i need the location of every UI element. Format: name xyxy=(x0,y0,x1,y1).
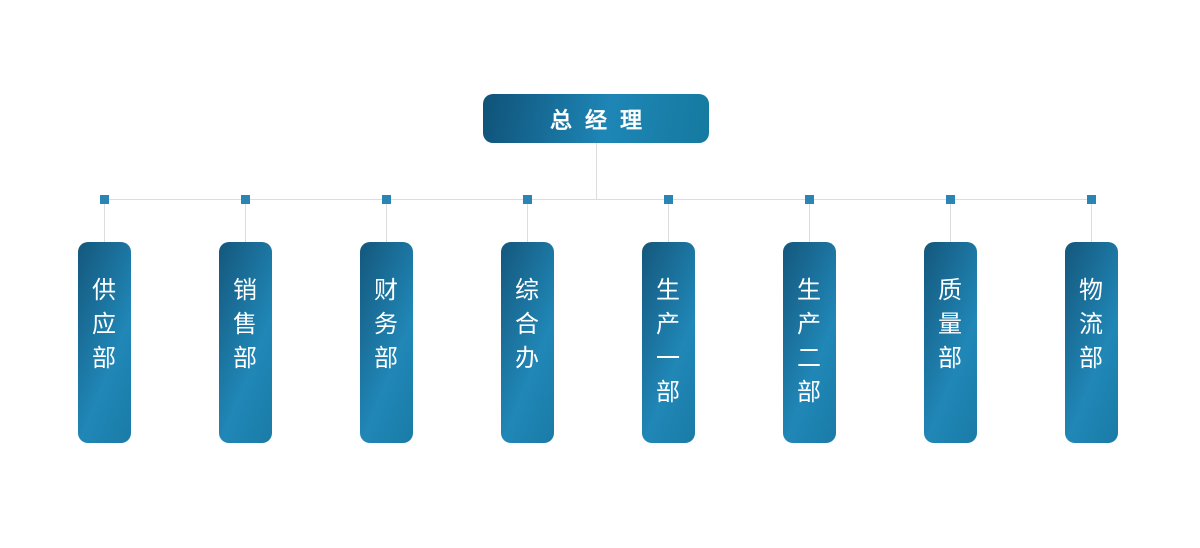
root-box-general-manager: 总经理 xyxy=(483,94,709,143)
connector-node xyxy=(240,195,250,204)
department-box-supply: 供应部 xyxy=(77,242,131,443)
department-label: 财务部 xyxy=(374,277,398,372)
connector-line-horizontal xyxy=(104,199,1091,200)
connector-node xyxy=(945,195,955,204)
department-label: 生产一部 xyxy=(656,277,680,406)
connector-line-vertical xyxy=(526,199,528,242)
department-label: 生产二部 xyxy=(797,277,821,406)
connector-line-root-vertical xyxy=(596,143,597,199)
department-label: 供应部 xyxy=(92,277,116,372)
connector-line-vertical xyxy=(1090,199,1092,242)
connector-line-vertical xyxy=(385,199,387,242)
department-label: 综合办 xyxy=(515,277,539,372)
department-box-sales: 销售部 xyxy=(218,242,272,443)
department-box-production-2: 生产二部 xyxy=(782,242,836,443)
connector-line-vertical xyxy=(949,199,951,242)
department-label: 质量部 xyxy=(938,277,962,372)
connector-node xyxy=(381,195,391,204)
department-box-production-1: 生产一部 xyxy=(641,242,695,443)
connector-line-vertical xyxy=(808,199,810,242)
root-label: 总经理 xyxy=(549,107,655,133)
connector-node xyxy=(99,195,109,204)
connector-node xyxy=(663,195,673,204)
department-label: 物流部 xyxy=(1079,277,1103,372)
connector-node xyxy=(804,195,814,204)
department-label: 销售部 xyxy=(233,277,257,372)
connector-line-vertical xyxy=(667,199,669,242)
connector-line-vertical xyxy=(244,199,246,242)
department-box-finance: 财务部 xyxy=(359,242,413,443)
connector-node xyxy=(1086,195,1096,204)
connector-node xyxy=(522,195,532,204)
connector-line-vertical xyxy=(103,199,105,242)
department-box-logistics: 物流部 xyxy=(1064,242,1118,443)
department-box-quality: 质量部 xyxy=(923,242,977,443)
department-box-general-office: 综合办 xyxy=(500,242,554,443)
